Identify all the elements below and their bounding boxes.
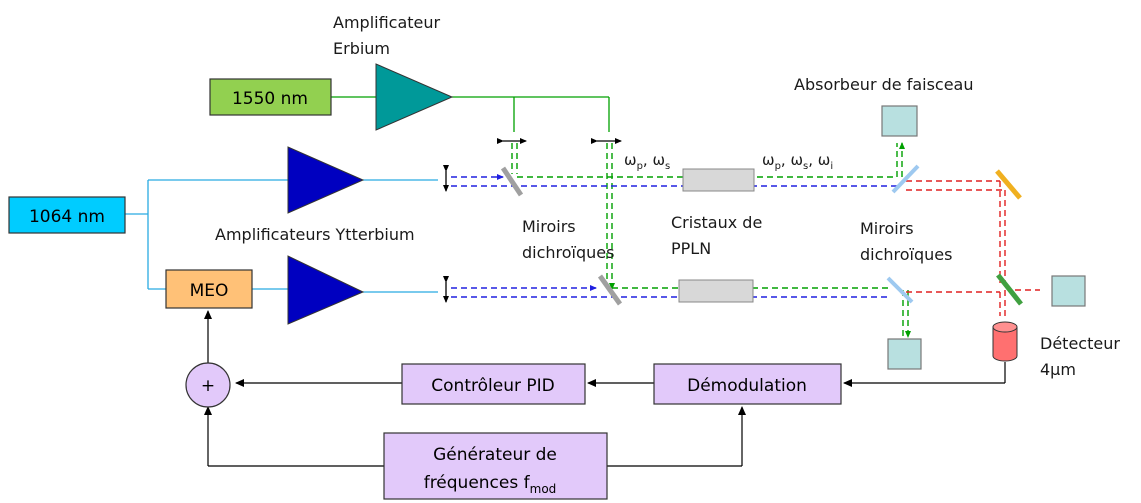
collimation-markers [443, 138, 622, 303]
dichroic-right-label-line1: Miroirs [860, 219, 914, 238]
beam-absorber-top [881, 105, 918, 137]
dichroic-mirror-left-bottom [597, 274, 623, 306]
mirror-green-dichroic [996, 273, 1023, 306]
dichroic-mirror-right-top [891, 164, 920, 194]
amp-erbium-line2: Erbium [333, 39, 390, 58]
dichroic-mirror-left-top [500, 166, 524, 197]
ytterbium-laser-box [8, 196, 126, 234]
generator-label-line2: fréquences fmod [424, 473, 557, 496]
meo-label: MEO [190, 281, 229, 301]
erbium-amplifier [375, 63, 454, 131]
ppln-crystal-bottom [678, 279, 754, 303]
demodulation-label: Démodulation [687, 376, 807, 396]
omega-out-label: ωp, ωs, ωi [762, 151, 833, 172]
absorber-label: Absorbeur de faisceau [794, 75, 974, 94]
detector-4um [992, 321, 1018, 362]
erbium-laser-label: 1550 nm [232, 89, 308, 109]
omega-in-label: ωp, ωs [624, 151, 670, 172]
dichroic-mirror-right-bottom [886, 276, 914, 304]
beam-absorber-bottom [887, 338, 922, 370]
frequency-generator-box [383, 432, 608, 500]
ytterbium-laser-label: 1064 nm [29, 207, 105, 227]
dichroic-left-label-line1: Miroirs [522, 217, 576, 236]
dichroic-right-label-line2: dichroïques [860, 245, 952, 264]
ytterbium-fiber-lines [125, 179, 438, 293]
dichroic-left-label-line2: dichroïques [522, 243, 614, 262]
pid-controller-label: Contrôleur PID [431, 376, 554, 396]
blue-signal-beams [451, 174, 897, 298]
sum-node [185, 362, 231, 408]
mirror-orange [995, 169, 1022, 200]
amp-erbium-line1: Amplificateur [333, 13, 441, 32]
pid-controller-box [401, 363, 586, 405]
ppln-crystal-top [682, 168, 755, 192]
generator-label-line1: Générateur de [433, 445, 557, 465]
red-idler-beams [906, 180, 1040, 316]
crystals-label-line2: PPLN [671, 239, 711, 258]
sum-symbol: + [201, 376, 215, 396]
ytterbium-amplifier-bottom [287, 255, 365, 325]
detector-label-line2: 4µm [1040, 360, 1076, 379]
beam-absorber-right [1051, 275, 1086, 307]
meo-box [165, 269, 253, 309]
crystals-label-line1: Cristaux de [671, 213, 762, 232]
ytterbium-amplifier-top [287, 146, 365, 214]
demodulation-box [653, 363, 842, 405]
control-loop-lines [204, 310, 1006, 467]
erbium-laser-box [209, 78, 332, 116]
detector-label-line1: Détecteur [1040, 334, 1120, 353]
erbium-fiber-lines [331, 96, 610, 132]
amp-ytterbium-label: Amplificateurs Ytterbium [215, 225, 415, 244]
